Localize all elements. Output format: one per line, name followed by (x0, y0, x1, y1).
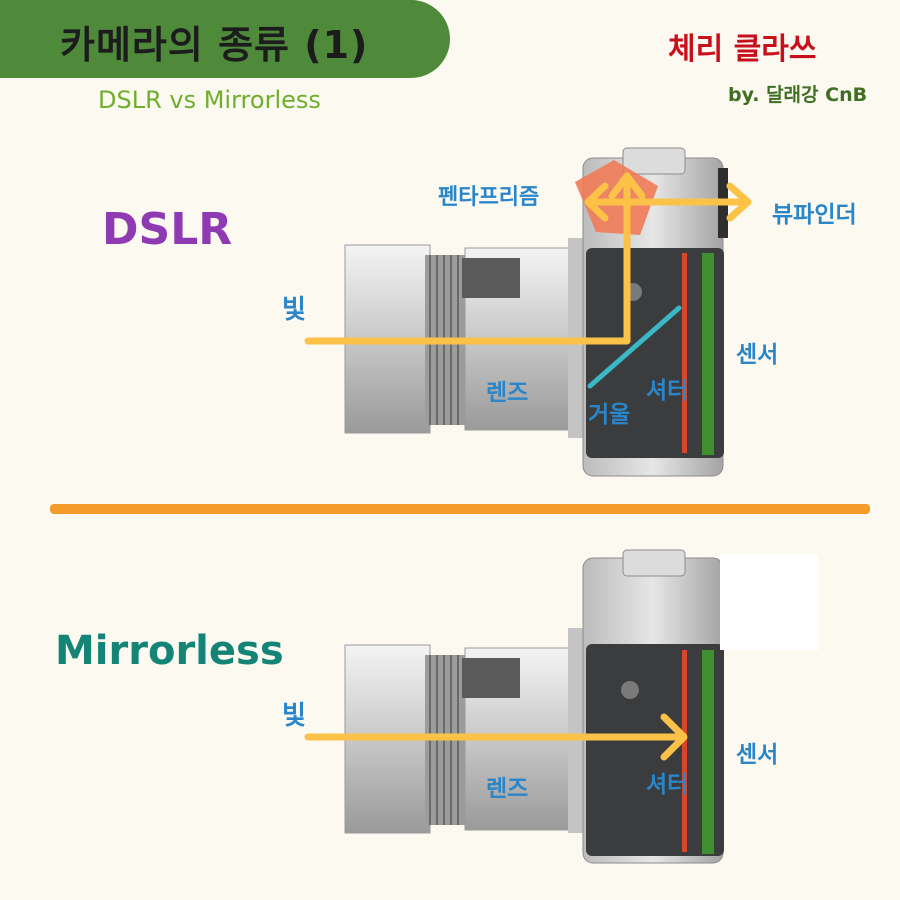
dslr-shutter (682, 253, 687, 453)
title-banner (0, 0, 450, 78)
section-divider (50, 504, 870, 514)
mirrorless-label-lens: 렌즈 (486, 776, 528, 802)
mirrorless-label-light: 빛 (282, 701, 306, 731)
dslr-sensor (702, 253, 714, 455)
dslr-label-viewfinder: 뷰파인더 (772, 202, 857, 228)
dslr-label-sensor: 센서 (736, 342, 778, 368)
author-credit: by. 달래강 CnB (728, 84, 868, 106)
dslr-pentaprism (575, 160, 658, 235)
dslr-heading: DSLR (102, 204, 233, 255)
brand-name: 체리 클라쓰 (668, 32, 817, 67)
mirrorless-label-sensor: 센서 (736, 742, 778, 768)
mirrorless-diagram: 빛 렌즈 셔터 센서 (282, 549, 818, 864)
mirrorless-shutter (682, 650, 687, 852)
dslr-light-path (304, 172, 752, 345)
mirrorless-heading: Mirrorless (55, 628, 284, 674)
dslr-label-light: 빛 (282, 295, 306, 325)
mirrorless-light-path (304, 713, 688, 761)
dslr-label-mirror: 거울 (588, 402, 630, 428)
mirrorless-sensor (702, 650, 714, 854)
dslr-label-pentaprism: 펜타프리즘 (438, 185, 539, 210)
mirrorless-camera-body (568, 549, 724, 864)
page-title: 카메라의 종류 (1) (60, 23, 369, 67)
dslr-mirror (587, 305, 682, 389)
page-subtitle: DSLR vs Mirrorless (98, 86, 321, 114)
mirrorless-label-shutter: 셔터 (646, 772, 688, 798)
dslr-label-shutter: 셔터 (646, 378, 688, 404)
mirrorless-viewfinder-mask (720, 554, 818, 650)
dslr-label-lens: 렌즈 (486, 380, 528, 406)
dslr-diagram: 빛 렌즈 거울 셔터 센서 펜타프리즘 뷰파인더 (282, 147, 857, 477)
